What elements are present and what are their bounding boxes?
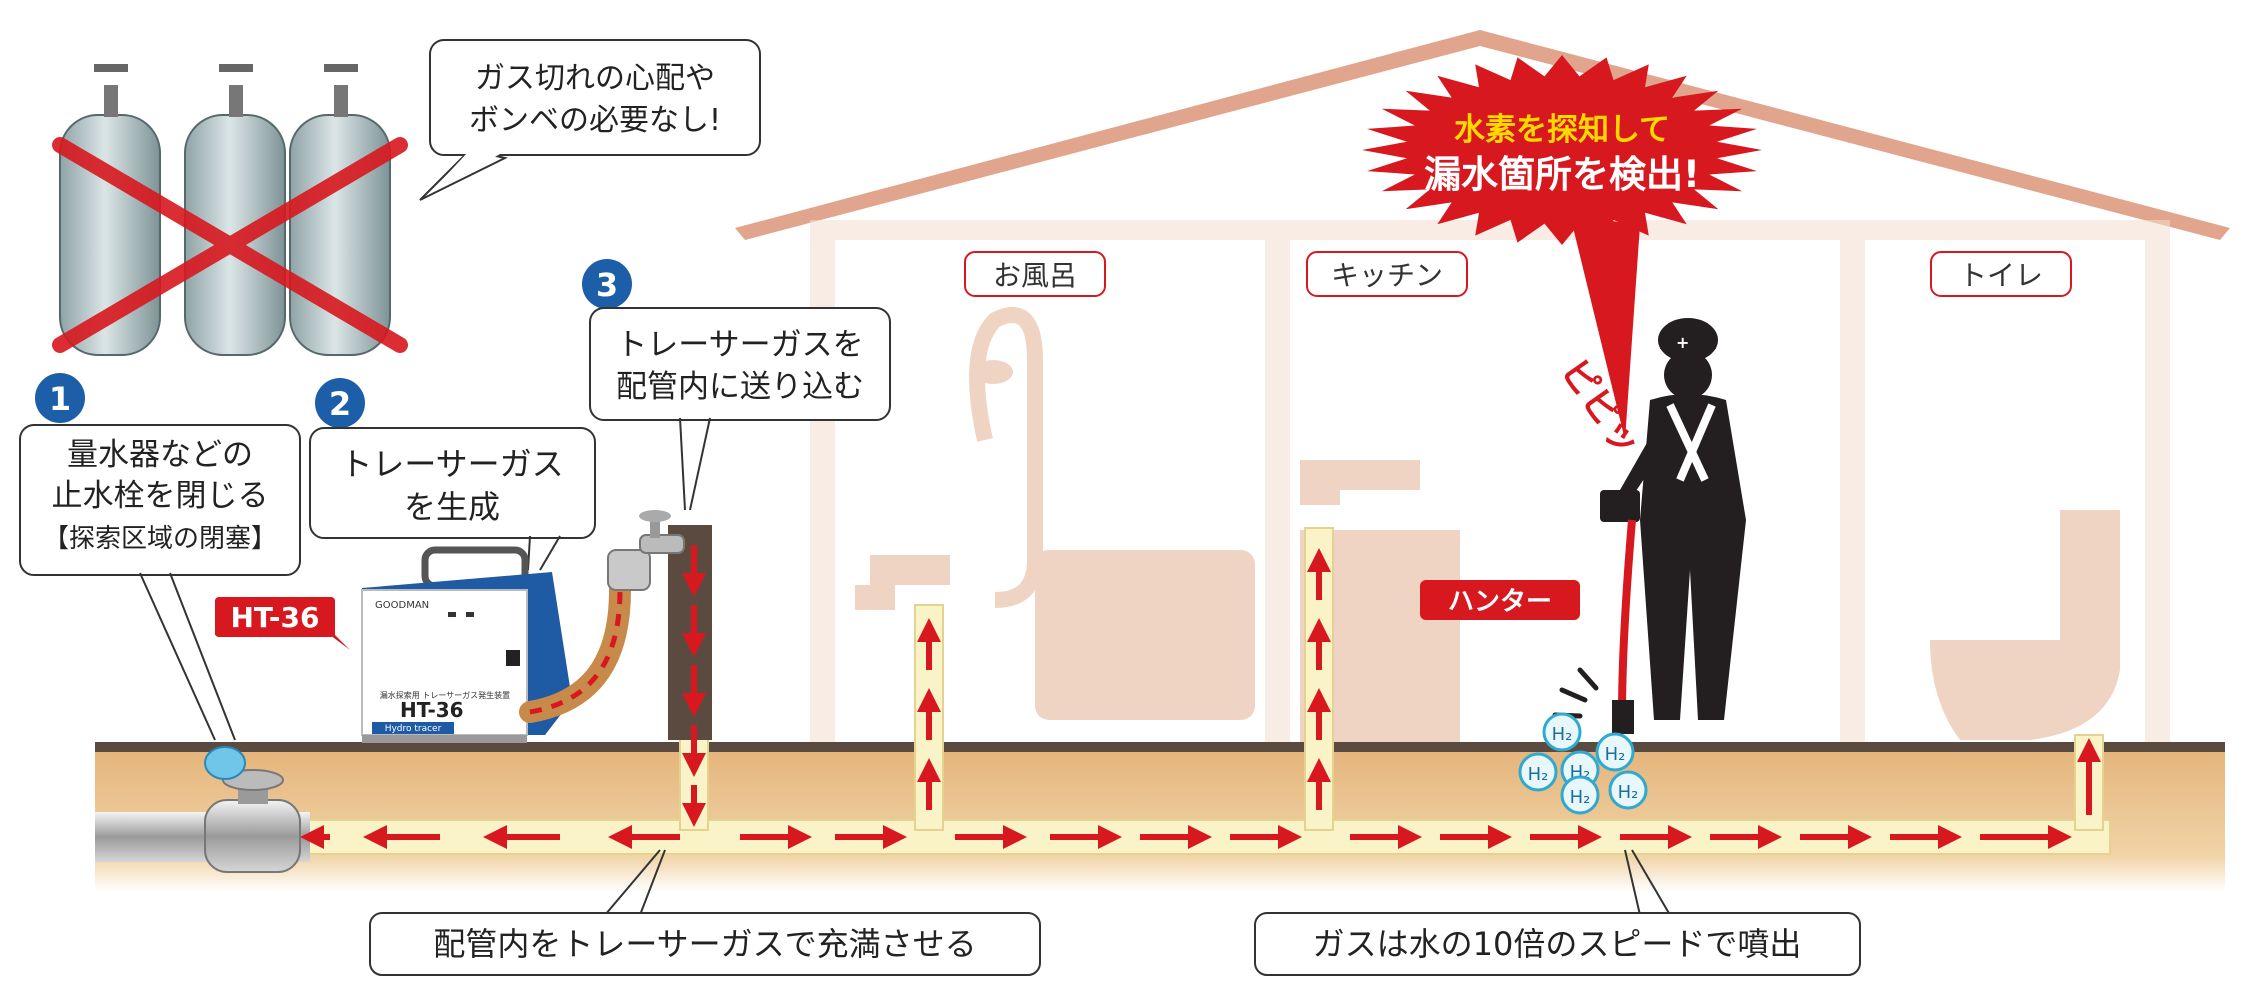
helmet-cross-icon: + [1676,333,1689,352]
cross-mark-icon [52,137,408,353]
riser-wall [668,525,712,740]
svg-text:トレーサーガスを: トレーサーガスを [616,327,863,363]
step-2-bubble: トレーサーガス を生成 [309,427,596,571]
svg-text:トレーサーガス: トレーサーガス [340,445,563,483]
bottom-note-speed: ガスは水の10倍のスピードで噴出 [1254,849,1861,976]
step-2-badge: 2 [315,378,365,428]
svg-text:を生成: を生成 [404,488,500,526]
svg-text:2: 2 [329,385,351,423]
svg-text:漏水箇所を検出!: 漏水箇所を検出! [1424,153,1700,196]
svg-text:水素を探知して: 水素を探知して [1454,112,1670,148]
svg-text:H₂: H₂ [1552,724,1573,745]
svg-text:ガスは水の10倍のスピードで噴出: ガスは水の10倍のスピードで噴出 [1313,925,1802,963]
bottom-note-fill: 配管内をトレーサーガスで充満させる [369,849,1041,976]
svg-text:ガス切れの心配や: ガス切れの心配や [475,61,715,96]
gas-hose [519,579,631,723]
svg-text:Hydro tracer: Hydro tracer [385,724,442,734]
faucet-icon [607,510,685,591]
toilet-fixtures [1930,510,2120,740]
ground-surface [95,742,2225,752]
step-1-bubble: 量水器などの 止水栓を閉じる 【探索区域の閉塞】 [19,424,301,741]
svg-text:3: 3 [596,266,618,304]
room-label-bath: お風呂 [964,251,1106,297]
svg-text:ハンター: ハンター [1448,587,1552,617]
svg-text:H₂: H₂ [1618,782,1639,803]
svg-text:H₂: H₂ [1605,744,1626,765]
room-label-toilet: トイレ [1930,251,2072,297]
svg-text:止水栓を閉じる: 止水栓を閉じる [52,478,269,514]
svg-text:漏水探索用 トレーサーガス発生装置: 漏水探索用 トレーサーガス発生装置 [380,690,510,700]
svg-text:トイレ: トイレ [1959,259,2043,292]
worker-vest-stripes [1666,403,1716,482]
svg-text:H₂: H₂ [1528,764,1549,785]
hunter-label: ハンター [1420,580,1580,620]
device-tag: HT-36 [215,597,350,650]
svg-text:H₂: H₂ [1570,787,1591,808]
svg-text:ボンベの必要なし!: ボンベの必要なし! [469,103,721,138]
svg-text:配管内に送り込む: 配管内に送り込む [616,369,864,405]
supply-pipe [95,746,310,873]
flow-arrows [300,545,2101,849]
tracer-gas-generator: GOODMAN 漏水探索用 トレーサーガス発生装置 HT-36 Hydro tr… [361,546,572,743]
worker-silhouette [1600,318,1746,720]
hydrogen-bubbles: H₂ H₂ H₂ H₂ H₂ H₂ [1518,712,1648,815]
step-3-badge: 3 [582,259,632,309]
svg-text:HT-36: HT-36 [400,698,464,722]
cylinder-note-bubble: ガス切れの心配や ボンベの必要なし! [419,39,761,201]
svg-text:GOODMAN: GOODMAN [375,600,429,611]
room-label-kitchen: キッチン [1306,251,1468,297]
svg-text:量水器などの: 量水器などの [67,437,253,473]
svg-text:配管内をトレーサーガスで充満させる: 配管内をトレーサーガスで充満させる [433,925,976,963]
bath-fixtures [855,307,1255,720]
svg-text:1: 1 [49,380,71,418]
svg-text:HT-36: HT-36 [230,601,319,634]
step-3-bubble: トレーサーガスを 配管内に送り込む [589,307,891,511]
svg-text:キッチン: キッチン [1331,259,1443,292]
hunter-probe [1612,519,1636,734]
svg-text:お風呂: お風呂 [993,259,1077,292]
leak-alert-burst: 水素を探知して 漏水箇所を検出! [1362,55,1762,440]
step-1-badge: 1 [35,373,85,423]
svg-text:【探索区域の閉塞】: 【探索区域の閉塞】 [43,524,277,554]
